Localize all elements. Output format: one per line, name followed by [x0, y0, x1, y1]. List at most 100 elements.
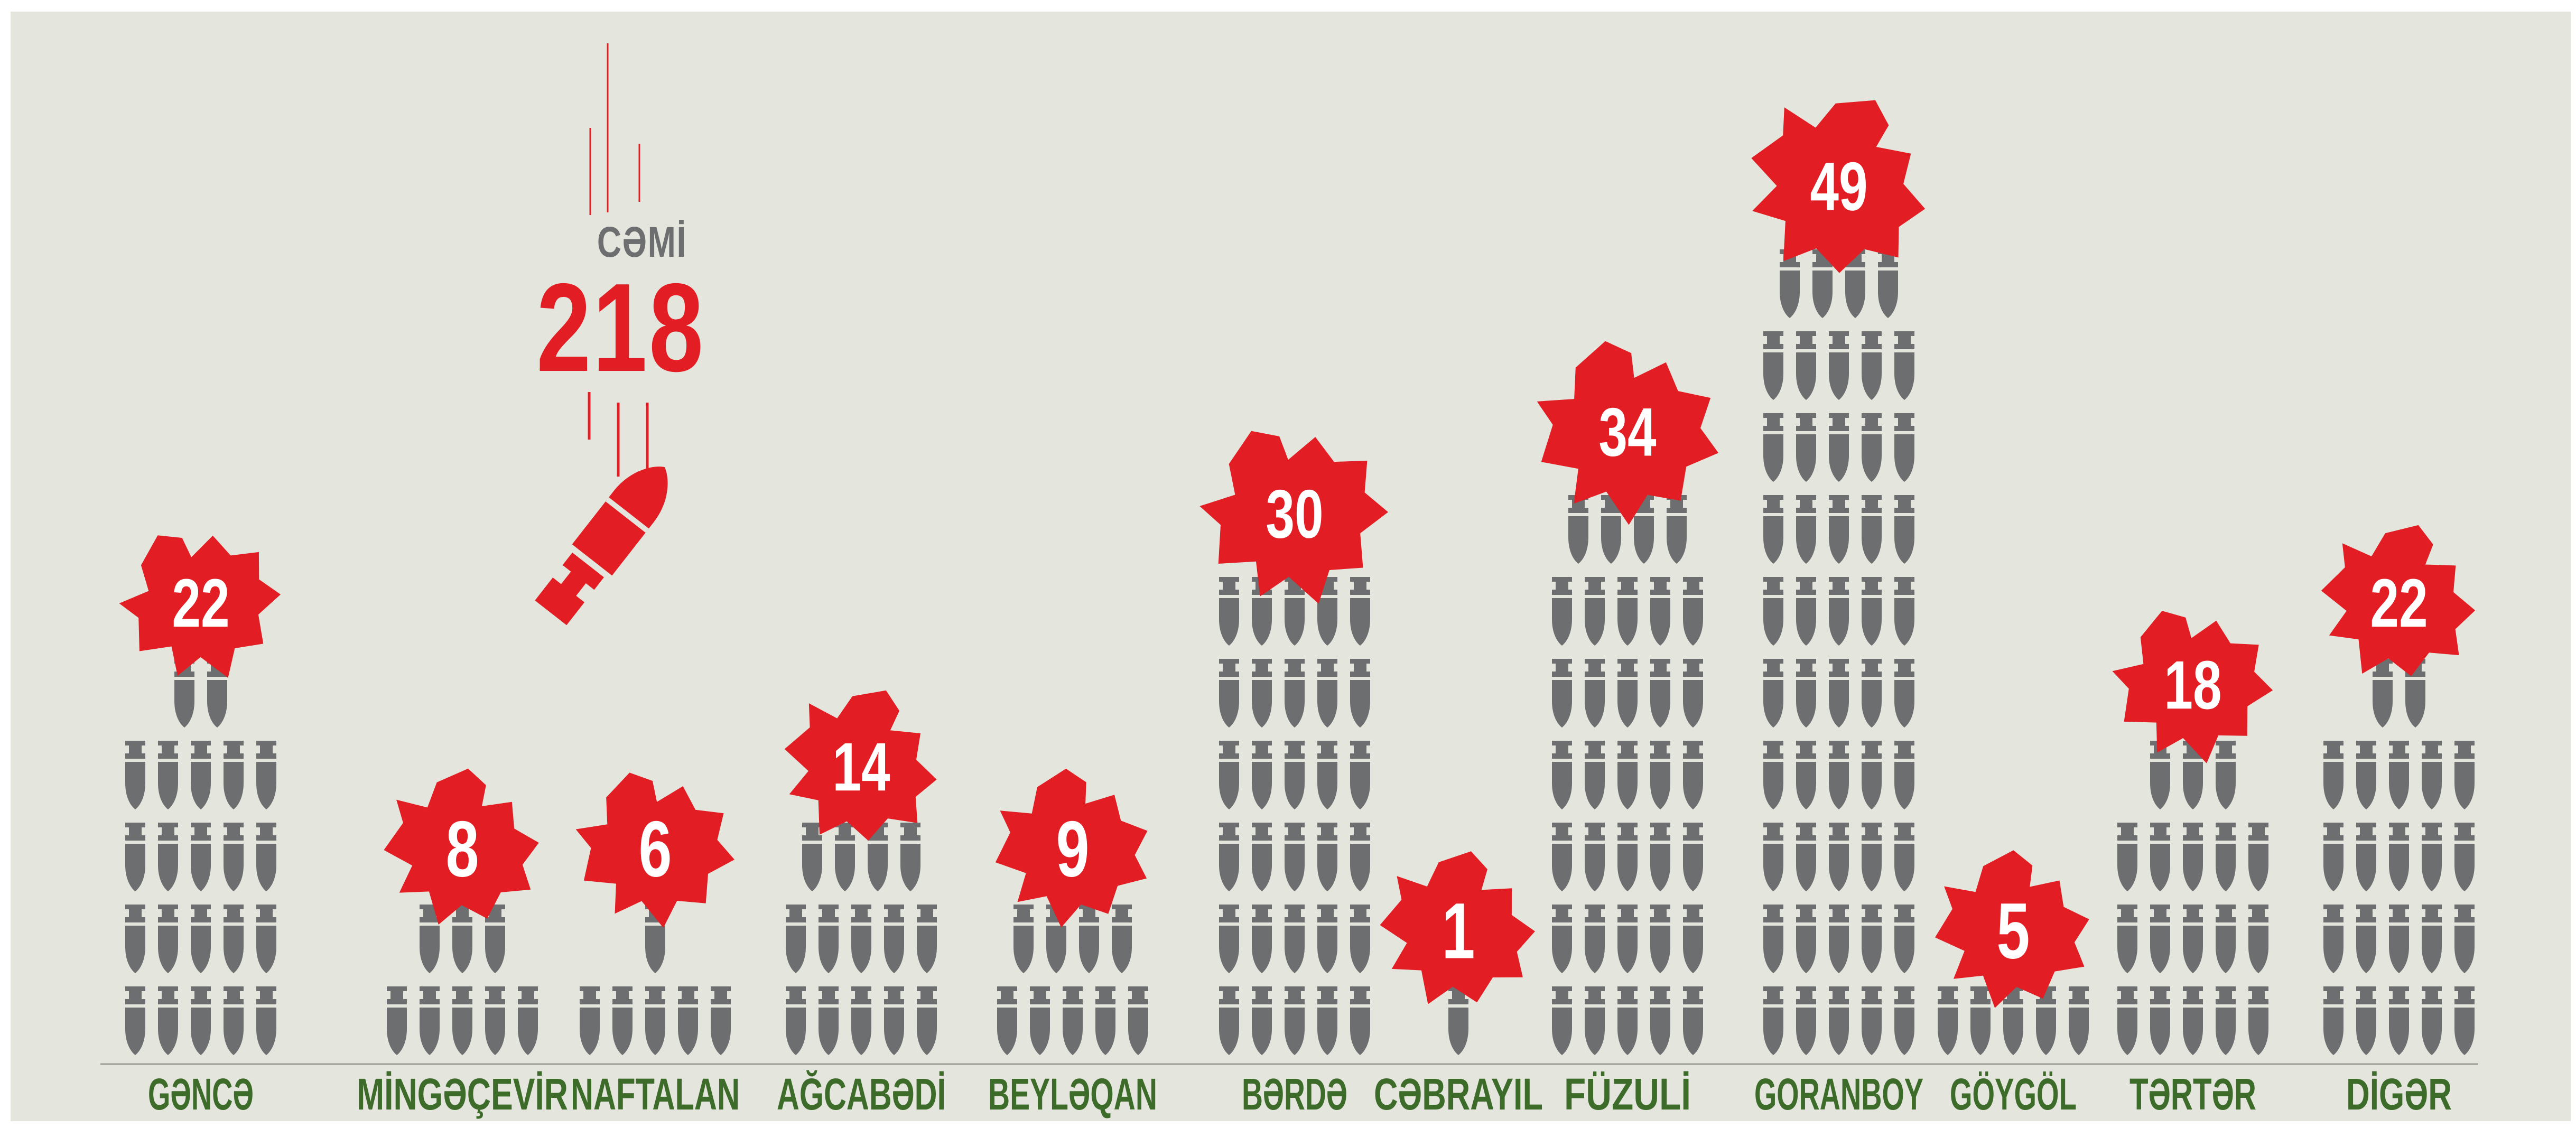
bomb-icon — [125, 823, 145, 891]
bomb-icon — [1350, 577, 1370, 646]
bomb-icon — [125, 905, 145, 973]
bomb-icon — [1763, 331, 1783, 400]
bomb-icon — [2323, 741, 2343, 809]
bomb-icon — [158, 823, 178, 891]
bomb-icon — [2117, 905, 2137, 973]
category-label-2: MİNGƏÇEVİR — [357, 1069, 568, 1119]
bomb-icon — [1894, 823, 1914, 891]
bomb-icon — [1862, 331, 1882, 400]
region-map-7 — [1380, 851, 1535, 1004]
bomb-icon — [2356, 905, 2376, 973]
bomb-icon — [2454, 905, 2475, 973]
bomb-icon — [1317, 823, 1337, 891]
bomb-icon — [2150, 823, 2170, 891]
bomb-icon — [2389, 986, 2409, 1055]
bomb-icon — [1650, 659, 1670, 728]
bomb-icon — [1862, 495, 1882, 564]
bomb-icon — [835, 823, 855, 891]
bomb-icon — [224, 905, 244, 973]
bomb-icon — [1683, 659, 1703, 728]
bomb-icon — [518, 986, 538, 1055]
bomb-icon — [1894, 986, 1914, 1055]
bomb-icon — [1317, 659, 1337, 728]
bomb-icon — [1252, 986, 1272, 1055]
bomb-icon — [1552, 659, 1572, 728]
bomb-icon — [1252, 905, 1272, 973]
bomb-icon — [2183, 823, 2203, 891]
bomb-icon — [158, 905, 178, 973]
bomb-icon — [1894, 331, 1914, 400]
bomb-icon — [191, 986, 211, 1055]
bomb-icon — [1219, 986, 1239, 1055]
bomb-icon — [1552, 823, 1572, 891]
bomb-icon — [1683, 905, 1703, 973]
bomb-icon — [1650, 986, 1670, 1055]
bomb-icon — [1862, 905, 1882, 973]
bomb-icon — [1763, 905, 1783, 973]
bomb-icon — [1683, 741, 1703, 809]
bomb-icon — [224, 741, 244, 809]
bomb-icon — [786, 905, 806, 973]
bomb-icon — [1862, 741, 1882, 809]
bar-6 — [1219, 577, 1370, 1055]
bomb-icon — [1317, 741, 1337, 809]
value-label-7: 1 — [1442, 887, 1475, 975]
region-map-4 — [784, 690, 937, 841]
bomb-icon — [1350, 905, 1370, 973]
category-label-1: GƏNCƏ — [148, 1069, 254, 1119]
bomb-icon — [1796, 331, 1816, 400]
bomb-icon — [1650, 577, 1670, 646]
total-value: 218 — [536, 258, 705, 398]
bomb-icon — [1894, 905, 1914, 973]
bomb-icon — [1079, 905, 1099, 973]
bomb-icon — [452, 986, 472, 1055]
category-label-12: DİGƏR — [2346, 1069, 2452, 1119]
bomb-icon — [1862, 986, 1882, 1055]
value-label-6: 30 — [1266, 476, 1323, 553]
bomb-icon — [2454, 823, 2475, 891]
bomb-icon — [1219, 823, 1239, 891]
bomb-icon — [1894, 577, 1914, 646]
category-label-7: CƏBRAYIL — [1374, 1069, 1543, 1119]
bomb-icon — [125, 741, 145, 809]
bomb-icon — [1878, 249, 1898, 318]
bar-8 — [1552, 495, 1703, 1055]
bomb-icon — [2150, 741, 2170, 809]
bomb-icon — [1568, 495, 1588, 564]
bomb-icon — [1829, 659, 1849, 728]
value-label-5: 9 — [1056, 805, 1090, 893]
bomb-icon — [2373, 659, 2393, 728]
bomb-icon — [1585, 741, 1605, 809]
bomb-icon — [1585, 986, 1605, 1055]
bomb-icon — [917, 905, 937, 973]
bomb-icon — [1095, 986, 1115, 1055]
bomb-icon — [786, 986, 806, 1055]
bar-7 — [1448, 986, 1468, 1055]
value-label-11: 18 — [2164, 646, 2221, 723]
bomb-icon — [387, 986, 407, 1055]
bomb-icon — [612, 986, 633, 1055]
bomb-icon — [1796, 986, 1816, 1055]
falling-bomb-icon — [535, 43, 668, 626]
bomb-icon — [2248, 905, 2268, 973]
bomb-icon — [191, 823, 211, 891]
bomb-icon — [1350, 741, 1370, 809]
bomb-icon — [1894, 413, 1914, 482]
bomb-icon — [2069, 986, 2089, 1055]
category-label-8: FÜZULİ — [1564, 1069, 1691, 1119]
bomb-icon — [1970, 986, 1991, 1055]
bar-1 — [125, 659, 276, 1055]
bomb-icon — [1650, 823, 1670, 891]
bomb-icon — [1552, 741, 1572, 809]
bomb-icon — [1763, 577, 1783, 646]
bomb-icon — [1683, 823, 1703, 891]
bomb-icon — [2216, 905, 2236, 973]
bomb-icon — [884, 986, 904, 1055]
bar-4 — [786, 823, 937, 1055]
bomb-icon — [1317, 986, 1337, 1055]
bomb-icon — [997, 986, 1017, 1055]
bomb-icon — [1796, 741, 1816, 809]
bomb-icon — [2422, 823, 2442, 891]
bomb-icon — [2454, 741, 2475, 809]
